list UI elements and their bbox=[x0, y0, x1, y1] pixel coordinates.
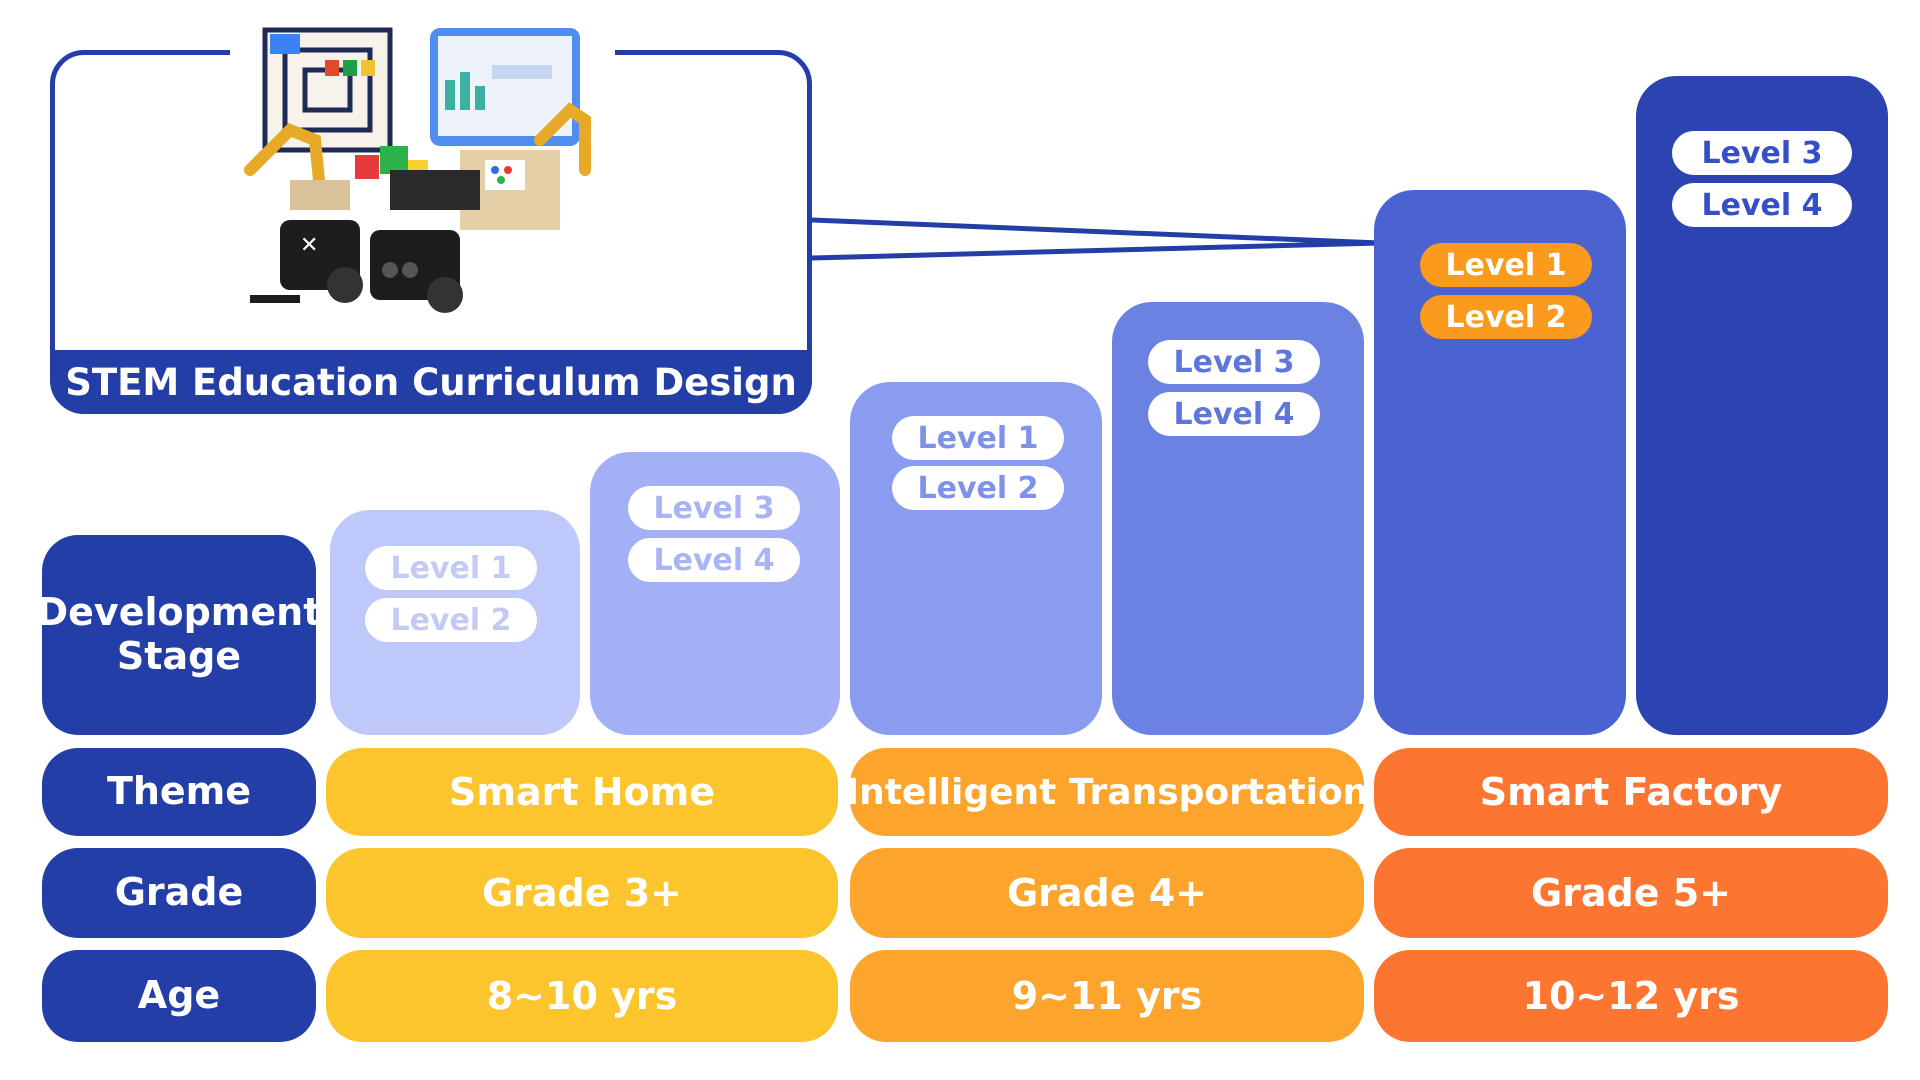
theme-band-intelligent-transportation: Intelligent Transportation bbox=[846, 748, 1368, 836]
age-label: Age bbox=[42, 950, 316, 1042]
level-pill: Level 4 bbox=[628, 538, 800, 582]
level-pill: Level 3 bbox=[1148, 340, 1320, 384]
level-pill: Level 4 bbox=[1148, 392, 1320, 436]
theme-label: Theme bbox=[42, 748, 316, 836]
level-pill: Level 2 bbox=[365, 598, 537, 642]
level-pill: Level 1 bbox=[365, 546, 537, 590]
level-pill: Level 3 bbox=[1672, 131, 1852, 175]
stem-kit-illustration-icon: ✕ bbox=[244, 27, 591, 313]
level-pill-highlight: Level 1 bbox=[1420, 243, 1592, 287]
theme-band-smart-factory: Smart Factory bbox=[1374, 748, 1888, 836]
svg-text:✕: ✕ bbox=[300, 233, 318, 258]
grade-label: Grade bbox=[42, 848, 316, 938]
level-pill-highlight: Level 2 bbox=[1420, 295, 1592, 339]
development-stage-label: Development Stage bbox=[37, 535, 321, 735]
grade-band-1: Grade 3+ bbox=[326, 848, 838, 938]
grade-band-2: Grade 4+ bbox=[850, 848, 1364, 938]
level-pill: Level 4 bbox=[1672, 183, 1852, 227]
age-band-1: 8~10 yrs bbox=[326, 950, 838, 1042]
age-band-2: 9~11 yrs bbox=[850, 950, 1364, 1042]
page-title: STEM Education Curriculum Design bbox=[50, 350, 812, 414]
grade-band-3: Grade 5+ bbox=[1374, 848, 1888, 938]
theme-band-smart-home: Smart Home bbox=[326, 748, 838, 836]
age-band-3: 10~12 yrs bbox=[1374, 950, 1888, 1042]
level-pill: Level 2 bbox=[892, 466, 1064, 510]
level-pill: Level 1 bbox=[892, 416, 1064, 460]
level-pill: Level 3 bbox=[628, 486, 800, 530]
